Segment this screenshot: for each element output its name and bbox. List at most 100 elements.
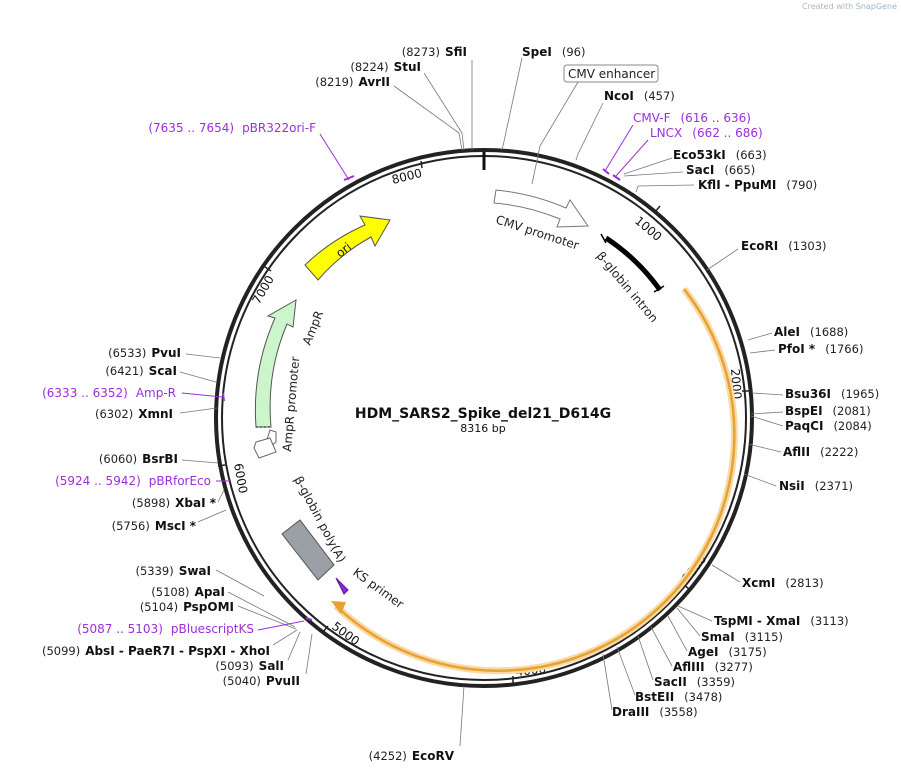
beta-globin-polya-block: [281, 519, 335, 581]
primer-pbr322ori-f: (7635 .. 7654)pBR322ori-F: [148, 121, 316, 135]
lncx-mark: [612, 174, 621, 181]
site-pspomi: (5104)PspOMI: [140, 600, 234, 614]
site-afliii: AflIII(3277): [673, 660, 753, 674]
site-bsteii: BstEII(3478): [635, 690, 722, 704]
cmv-enhancer-label: CMV enhancer: [568, 67, 655, 81]
site-absi-xhoi: (5099)AbsI - PaeR7I - PspXI - XhoI: [42, 644, 270, 658]
site-saci: SacI(665): [686, 163, 755, 177]
site-apai: (5108)ApaI: [151, 585, 225, 599]
cmv-enhancer-box: [563, 64, 659, 83]
site-xmni: (6302)XmnI: [95, 407, 173, 421]
lncx-leader: [615, 139, 649, 177]
tick-1000: 1000: [632, 205, 664, 244]
bsteii-leader: [616, 646, 636, 696]
site-eco53ki: Eco53kI(663): [673, 148, 767, 162]
site-bspei: BspEI(2081): [785, 404, 871, 418]
site-xbai: (5898)XbaI *: [132, 496, 217, 510]
amp-r-mark: [222, 392, 225, 402]
swai-leader: [215, 569, 265, 597]
cmv-promoter-arrow: [493, 189, 589, 228]
spike-cds-arc-halo: [333, 286, 738, 675]
stui-leader: [423, 72, 465, 151]
site-aflii: AflII(2222): [783, 445, 858, 459]
primer-pbluescriptks: (5087 .. 5103)pBluescriptKS: [77, 622, 254, 636]
site-smai: SmaI(3115): [701, 630, 783, 644]
msci-leader: [197, 509, 227, 523]
xmni-leader: [179, 407, 218, 414]
ori-arrow: [304, 215, 391, 281]
plasmid-length: 8316 bp: [460, 422, 505, 435]
primer-lncx: LNCX(662 .. 686): [650, 126, 763, 140]
bsu36i-leader: [751, 392, 784, 396]
site-stui: (8224)StuI: [350, 60, 421, 74]
beta-globin-intron-label: β-globin intron: [594, 249, 661, 325]
agei-leader: [667, 615, 688, 652]
tick-7000: 7000: [249, 266, 277, 307]
site-paqci: PaqCI(2084): [785, 419, 872, 433]
cmv-f-leader: [604, 124, 634, 172]
bsrbi-leader: [181, 459, 219, 464]
ecorv-leader: [459, 685, 465, 747]
tick-label-6000: 6000: [231, 462, 250, 495]
tick-6000: 6000: [217, 462, 250, 495]
site-ecorv: (4252)EcoRV: [369, 749, 455, 763]
ks-primer-arrow: [335, 577, 349, 595]
site-nsii: NsiI(2371): [779, 479, 853, 493]
apai-leader: [227, 591, 296, 628]
pfoi-leader: [749, 349, 776, 354]
site-bsrbi: (6060)BsrBI: [99, 452, 178, 466]
pbluescriptks-mark: [305, 617, 313, 621]
site-bsu36i: Bsu36I(1965): [785, 387, 879, 401]
site-sacii: SacII(3359): [654, 675, 735, 689]
credit-brand: SnapGene: [855, 2, 897, 11]
sali-leader: [287, 631, 301, 661]
backbone-outer-circle: [214, 148, 754, 688]
smai-leader: [676, 607, 701, 637]
site-alei: AleI(1688): [774, 325, 848, 339]
spike-cds-arrowhead: [331, 601, 346, 614]
site-pvui: (6533)PvuI: [108, 346, 181, 360]
site-spei: SpeI(96): [522, 45, 585, 59]
primer-amp-r: (6333 .. 6352)Amp-R: [42, 386, 176, 400]
intron-start-cap: [600, 233, 607, 244]
sacii-leader: [637, 635, 654, 681]
site-pfoi: PfoI *(1766): [778, 342, 863, 356]
avrii-leader: [393, 85, 463, 151]
ecori-leader: [706, 248, 739, 271]
site-draiii: DraIII(3558): [612, 705, 698, 719]
site-agei: AgeI(3175): [688, 645, 767, 659]
site-avrii: (8219)AvrII: [315, 75, 390, 89]
snapgene-credit: Created with SnapGene: [802, 2, 897, 11]
xhoi-leader: [272, 629, 298, 646]
intron-end-cap: [653, 285, 665, 293]
site-msci: (5756)MscI *: [112, 519, 197, 533]
primer-pbrforeco: (5924 .. 5942)pBRforEco: [55, 474, 211, 488]
spike-cds-arc: [335, 288, 736, 672]
site-scai: (6421)ScaI: [105, 364, 177, 378]
site-swai: (5339)SwaI: [135, 564, 211, 578]
kfli-leader: [635, 184, 695, 193]
cmv-f-mark: [602, 168, 610, 175]
amp-r-leader: [181, 392, 223, 398]
spei-leader: [500, 57, 523, 151]
bspei-leader: [750, 411, 784, 415]
pbr322ori-f-mark: [343, 175, 355, 181]
saci-leader: [623, 171, 684, 177]
ampr-promoter-arrow-body: [253, 437, 277, 459]
paqci-leader: [750, 415, 784, 427]
site-sali: (5093)SalI: [215, 659, 284, 673]
xcmi-leader: [711, 564, 741, 583]
tick-label-8000: 8000: [390, 166, 423, 187]
afliii-leader: [650, 626, 673, 667]
site-pvuii: (5040)PvuII: [223, 674, 300, 688]
site-ecori: EcoRI(1303): [741, 239, 827, 253]
credit-prefix: Created with: [802, 2, 854, 11]
pvui-leader: [185, 353, 221, 359]
ncoi-leader: [575, 102, 604, 161]
ampr-label: AmpR: [300, 309, 326, 347]
alei-leader: [747, 332, 773, 341]
pbluescriptks-leader: [257, 620, 305, 631]
ks-primer-label: KS primer: [350, 565, 406, 611]
eco53ki-leader: [623, 157, 673, 175]
